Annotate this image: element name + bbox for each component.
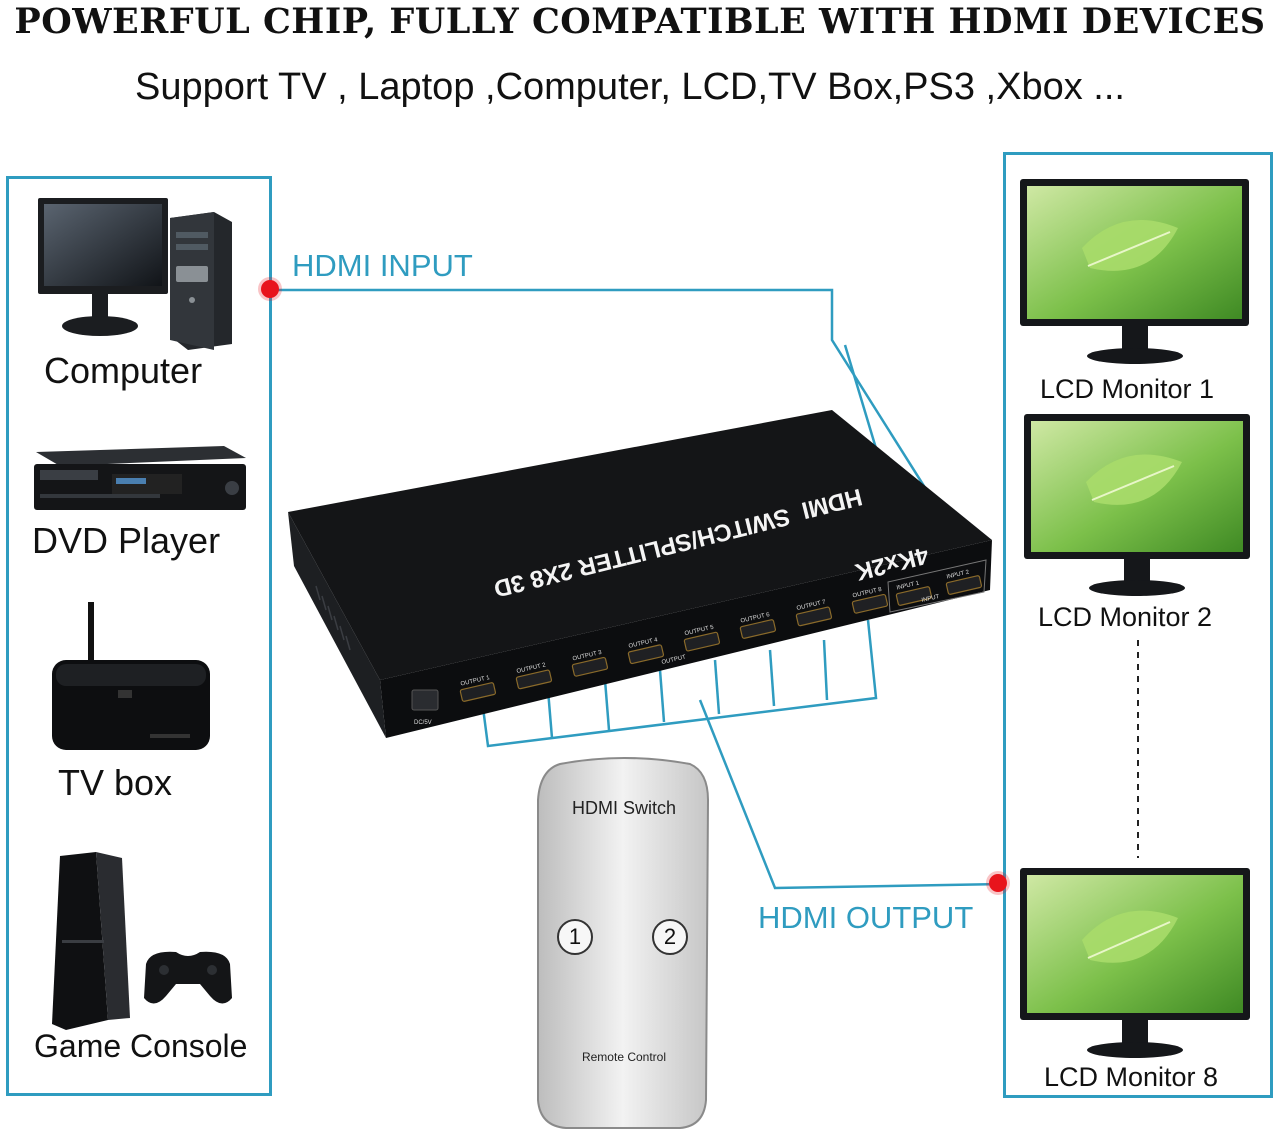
hdmi-input-label: HDMI INPUT (292, 248, 473, 283)
power-port (411, 689, 439, 711)
source-label-dvd-player: DVD Player (32, 520, 221, 561)
output-port-5: OUTPUT 5 (683, 625, 721, 652)
display-label-monitor-2: LCD Monitor 2 (1038, 602, 1213, 632)
remote-button-2[interactable]: 2 (652, 919, 688, 955)
computer-icon (38, 198, 232, 350)
input-port-1: INPUT 1 (895, 580, 933, 606)
output-connection-line (698, 699, 1004, 890)
source-label-game-console: Game Console (34, 1028, 248, 1064)
output-bracket-line (480, 619, 878, 748)
tv-box-icon (52, 602, 210, 750)
power-port-label: DC/5V (414, 720, 432, 726)
remote-title: HDMI Switch (571, 798, 676, 818)
input-port-2-label: INPUT 2 (946, 569, 970, 580)
output-group-label: OUTPUT (661, 654, 687, 665)
lcd-monitor-2-icon (1024, 414, 1250, 596)
lcd-monitor-1-icon (1020, 179, 1249, 364)
headline: POWERFUL CHIP, FULLY COMPATIBLE WITH HDM… (14, 1, 1266, 42)
input-group-label: INPUT (921, 594, 940, 604)
output-port-7: OUTPUT 7 (795, 599, 833, 627)
source-label-computer: Computer (44, 350, 203, 391)
display-label-monitor-8: LCD Monitor 8 (1044, 1062, 1219, 1092)
display-label-monitor-1: LCD Monitor 1 (1040, 374, 1215, 404)
compatibility-subline: Support TV , Laptop ,Computer, LCD,TV Bo… (135, 66, 1125, 108)
input-connection-line (272, 288, 960, 541)
game-console-icon (52, 852, 232, 1030)
lcd-monitor-8-icon (1020, 868, 1250, 1058)
source-devices-panel (6, 176, 272, 1096)
display-devices-panel (1003, 152, 1273, 1098)
dvd-player-icon (34, 446, 246, 510)
source-label-tv-box: TV box (58, 762, 173, 803)
remote-button-1[interactable]: 1 (557, 919, 593, 955)
input-endpoint-dot (261, 280, 279, 298)
output-endpoint-dot (989, 874, 1007, 892)
hdmi-output-label: HDMI OUTPUT (758, 900, 974, 935)
input-port-1-label: INPUT 1 (896, 580, 920, 591)
input-port-2: INPUT 2 (945, 569, 983, 595)
remote-footer-label: Remote Control (581, 1050, 667, 1064)
hdmi-switch-splitter-device: SWITCH/SPLITTER 2X8 3D HDMI 4Kx2K DC/5V … (288, 410, 992, 738)
